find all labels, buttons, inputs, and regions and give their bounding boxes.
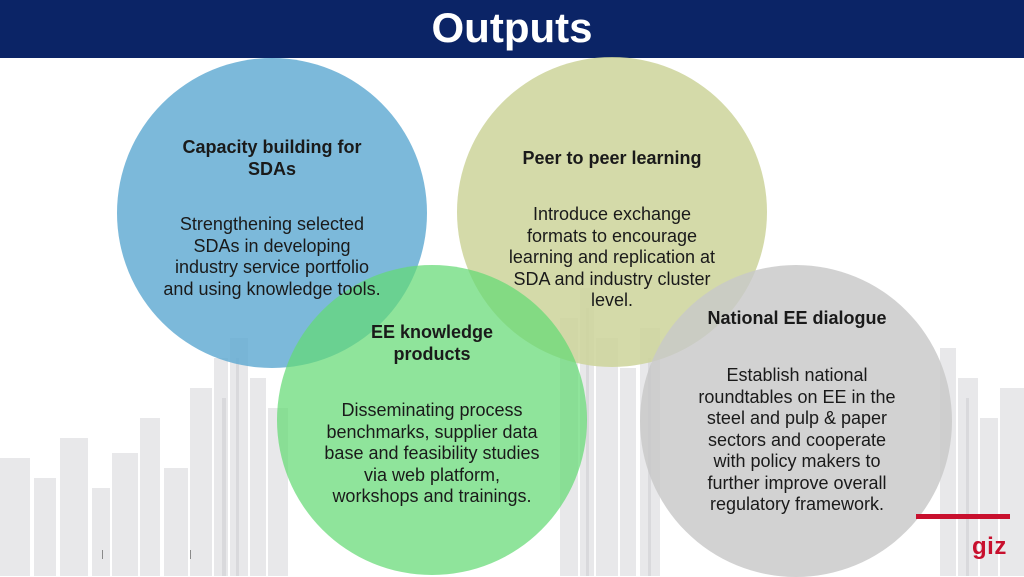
capacity-building-text: Strengthening selected SDAs in developin… <box>163 214 381 299</box>
circle-national-ee-dialogue <box>640 265 952 577</box>
footer-divider <box>102 550 103 559</box>
brand-red-bar <box>916 514 1010 519</box>
national-ee-dialogue-text: Establish national roundtables on EE in … <box>698 365 896 514</box>
footer-divider <box>190 550 191 559</box>
national-ee-dialogue-title: National EE dialogue <box>707 308 887 328</box>
slide-title: Outputs <box>431 4 593 51</box>
peer-learning-title: Peer to peer learning <box>522 148 702 168</box>
peer-learning-text: Introduce exchange formats to encourage … <box>508 204 716 310</box>
ee-knowledge-products-title: EE knowledge products <box>370 322 494 364</box>
title-banner: Outputs <box>0 0 1024 58</box>
ee-knowledge-products-text: Disseminating process benchmarks, suppli… <box>324 400 540 506</box>
capacity-building-title: Capacity building for SDAs <box>182 137 362 179</box>
circle-ee-knowledge-products <box>277 265 587 575</box>
giz-logo: giz <box>972 533 1007 560</box>
